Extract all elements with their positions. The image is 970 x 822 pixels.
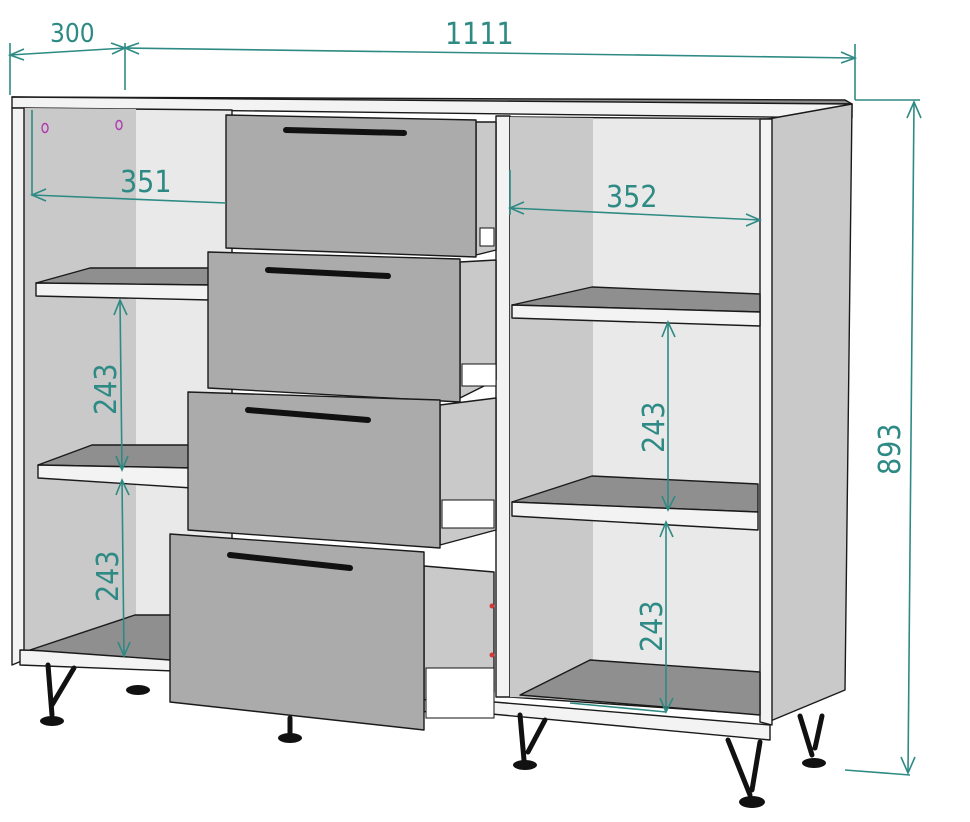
drawer-4-front <box>169 533 425 731</box>
right-lower-gap-label: 243 <box>635 600 670 652</box>
leg-front-right <box>725 737 763 798</box>
right-upper-gap-label: 243 <box>637 401 672 453</box>
legs <box>40 662 826 808</box>
dowel-marker-right <box>115 119 123 131</box>
right-shelf-upper-front <box>511 304 761 327</box>
width-dimension-line <box>124 47 856 59</box>
dowel-marker-left <box>41 122 49 134</box>
drawer-1-handle <box>283 127 407 136</box>
left-upper-gap-line <box>119 299 123 471</box>
left-inner-shade <box>24 108 136 660</box>
left-side-panel <box>11 107 25 666</box>
leg-back-right <box>797 713 825 758</box>
drawer-4-handle <box>227 552 353 571</box>
height-label: 893 <box>873 423 908 475</box>
right-side-panel <box>767 103 853 723</box>
right-shelf-width-label: 352 <box>606 180 658 215</box>
left-shelf-width-line <box>31 194 227 204</box>
left-upper-gap-label: 243 <box>89 363 124 415</box>
width-label: 1111 <box>445 17 514 52</box>
drawer-4-marker-top <box>489 603 495 609</box>
foot-back-left <box>126 685 150 695</box>
drawer-2-handle <box>265 267 391 279</box>
right-bottom-shelf <box>519 659 761 716</box>
depth-label: 300 <box>50 19 95 49</box>
left-shelf-width-label: 351 <box>120 165 172 200</box>
drawer-3-runner <box>441 499 495 529</box>
left-lower-gap-label: 243 <box>91 550 126 602</box>
drawer-2 <box>207 251 497 403</box>
right-side-front-edge <box>759 118 773 726</box>
drawer-1-front <box>225 114 477 258</box>
middle-divider <box>495 115 511 698</box>
drawer-3-front <box>187 391 441 549</box>
foot-front-right <box>739 796 765 808</box>
drawers <box>169 114 497 731</box>
depth-dimension-line <box>9 47 126 56</box>
leg-front-left <box>45 662 77 718</box>
drawer-1 <box>225 114 497 258</box>
drawer-4-marker-bottom <box>489 652 495 658</box>
right-shelf-width-line <box>509 207 761 221</box>
foot-front-left <box>40 716 64 726</box>
right-shelf-lower-front <box>511 501 759 531</box>
drawer-4-runner <box>425 667 495 719</box>
foot-back-right <box>802 758 826 768</box>
dimensions: 300 1111 893 351 352 243 243 <box>7 17 922 776</box>
foot-middle-right <box>513 760 537 770</box>
right-inner-shade <box>510 117 593 700</box>
drawer-3-handle <box>245 407 371 423</box>
cabinet-body <box>11 96 853 741</box>
drawer-2-runner <box>461 363 497 387</box>
foot-middle <box>278 733 302 743</box>
drawer-1-runner <box>479 227 495 247</box>
left-lower-gap-line <box>121 479 125 657</box>
height-dimension-line <box>907 101 915 774</box>
leg-middle-right <box>517 712 548 763</box>
drawer-3 <box>187 391 497 549</box>
drawer-4 <box>169 533 495 731</box>
